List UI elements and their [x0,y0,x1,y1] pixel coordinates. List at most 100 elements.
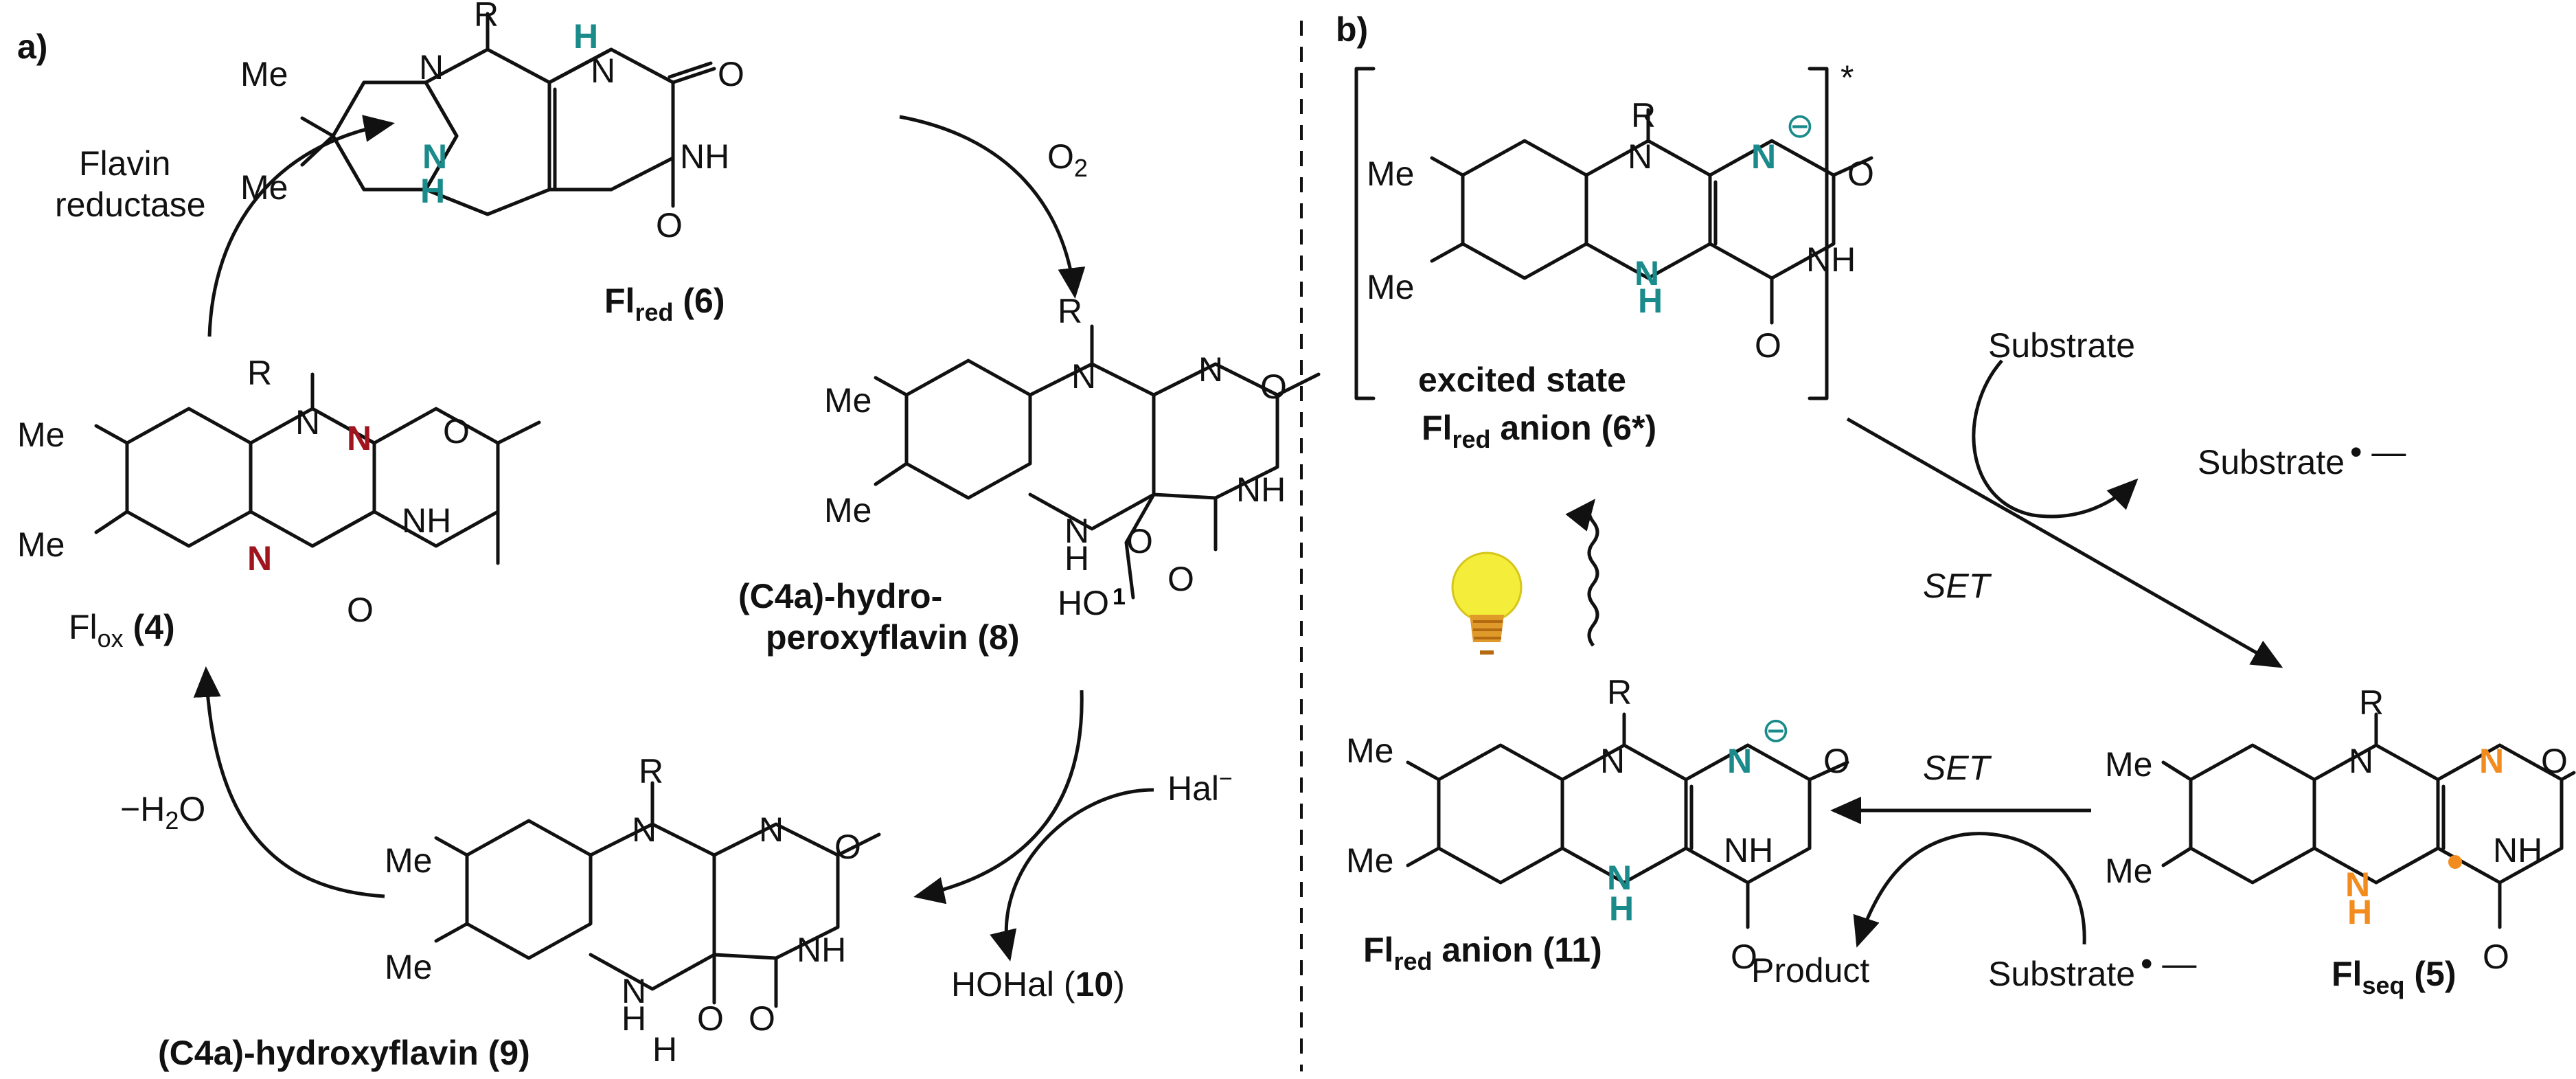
svg-text:Me: Me [17,525,65,564]
set-arrow-top [1846,417,2283,668]
svg-text:H: H [622,999,646,1038]
svg-text:N: N [1064,512,1089,550]
svg-text:R: R [247,354,272,392]
svg-text:Me: Me [385,841,432,880]
svg-text:H: H [1064,539,1089,578]
svg-text:N: N [247,539,272,578]
svg-text:H: H [1638,282,1663,320]
svg-text:NH: NH [680,137,729,176]
svg-text:O: O [1731,938,1757,976]
svg-text:Me: Me [17,416,65,454]
svg-text:Me: Me [1346,731,1393,770]
svg-text:R: R [1631,96,1656,135]
hydroxyflavin-label: (C4a)-hydroxyflavin (9) [158,1034,530,1072]
panel-a-label: a) [17,27,47,66]
svg-text:⊖: ⊖ [1762,711,1790,749]
svg-text:N: N [1751,137,1776,176]
substrate-top-label: Substrate [1988,326,2135,365]
svg-text:N: N [1198,350,1223,389]
substrate-bottom-label: Substrate• — [1988,944,2196,993]
o2-arrow [899,115,1086,299]
svg-text:O: O [347,591,374,629]
svg-text:N: N [759,810,784,849]
svg-text:H: H [573,17,598,56]
set-bottom-label: SET [1923,749,1992,787]
svg-text:Me: Me [1367,268,1414,306]
reductase-label-2: reductase [55,185,206,224]
svg-text:N: N [2349,742,2373,780]
svg-text:N: N [422,137,447,176]
flox-4-structure: N R N N O NH O Me Me [17,354,541,629]
svg-text:NH: NH [402,501,451,540]
svg-text:O: O [697,999,724,1038]
svg-text:R: R [1058,292,1082,330]
svg-text:Me: Me [824,491,871,530]
hohal-label: HOHal (10) [951,965,1125,1003]
flseq-5-label: Flseq (5) [2332,955,2456,999]
svg-text:N: N [591,52,615,90]
svg-text:O: O [656,206,683,245]
svg-text:O: O [443,412,470,451]
flred-6-label: Flred (6) [604,282,725,326]
panel-b-label: b) [1336,10,1368,49]
halide-label: Hal− [1167,766,1233,808]
svg-text:H: H [420,172,445,210]
svg-text:1: 1 [1113,584,1126,610]
svg-text:O: O [749,999,775,1038]
set-top-label: SET [1923,567,1992,605]
svg-text:N: N [295,403,320,442]
flred-anion-11-label: Flred anion (11) [1363,931,1602,975]
svg-text:N: N [632,810,657,849]
hydroperoxyflavin-8-structure: R N N O NH N H O O HO 1 Me Me [824,292,1321,622]
flox-4-label: Flox (4) [69,608,175,652]
product-label: Product [1751,951,1869,990]
svg-text:Me: Me [2105,852,2152,890]
hydroperoxyflavin-label-2: peroxyflavin (8) [766,618,1020,657]
svg-text:O: O [1847,155,1874,193]
svg-text:H: H [2347,893,2372,931]
svg-text:O: O [1167,560,1194,598]
svg-text:Me: Me [824,381,871,420]
svg-text:N: N [1600,742,1625,780]
svg-text:N: N [1071,357,1096,396]
svg-text:NH: NH [1236,470,1286,509]
svg-text:N: N [347,419,372,457]
svg-text:O: O [2541,742,2568,780]
svg-text:H: H [652,1030,677,1069]
dehydration-arrow [193,666,385,898]
svg-text:R: R [1607,673,1632,712]
svg-text:O: O [2483,938,2509,976]
flred-anion-11-structure: R N N ⊖ O NH N H O Me Me [1346,673,1850,976]
flred-6-structure: N R H N O NH O N H Me Me [240,0,744,245]
svg-text:O: O [1126,522,1153,560]
svg-text:R: R [639,752,663,791]
svg-text:Me: Me [385,948,432,986]
svg-text:O: O [834,828,861,866]
excited-state-label-1: excited state [1418,361,1626,399]
svg-text:Me: Me [2105,745,2152,784]
svg-text:O: O [1755,326,1781,365]
svg-text:NH: NH [2493,831,2542,870]
substrate-reduction-arrow [1853,832,2086,948]
bracket-right [1808,67,1829,400]
svg-text:Me: Me [1367,155,1414,193]
svg-text:O: O [1260,367,1287,406]
svg-text:N: N [622,972,646,1010]
light-bulb-icon [1451,552,1523,655]
o2-label: O2 [1047,137,1088,182]
flseq-5-structure: R N N O NH N H O Me Me [2105,683,2576,976]
bracket-left [1354,67,1376,400]
svg-text:NH: NH [1806,240,1856,279]
svg-text:R: R [2359,683,2384,722]
svg-text:⊖: ⊖ [1786,106,1814,145]
reductase-label-1: Flavin [79,144,170,183]
hydroperoxyflavin-label-1: (C4a)-hydro- [738,577,942,615]
svg-text:O: O [718,55,744,93]
svg-text:NH: NH [797,931,846,969]
svg-text:N: N [2345,865,2370,904]
svg-text:R: R [474,0,499,34]
excitation-arrow [1565,499,1599,647]
svg-text:N: N [419,48,444,87]
substrate-oxidation-arrow [1972,359,2139,519]
